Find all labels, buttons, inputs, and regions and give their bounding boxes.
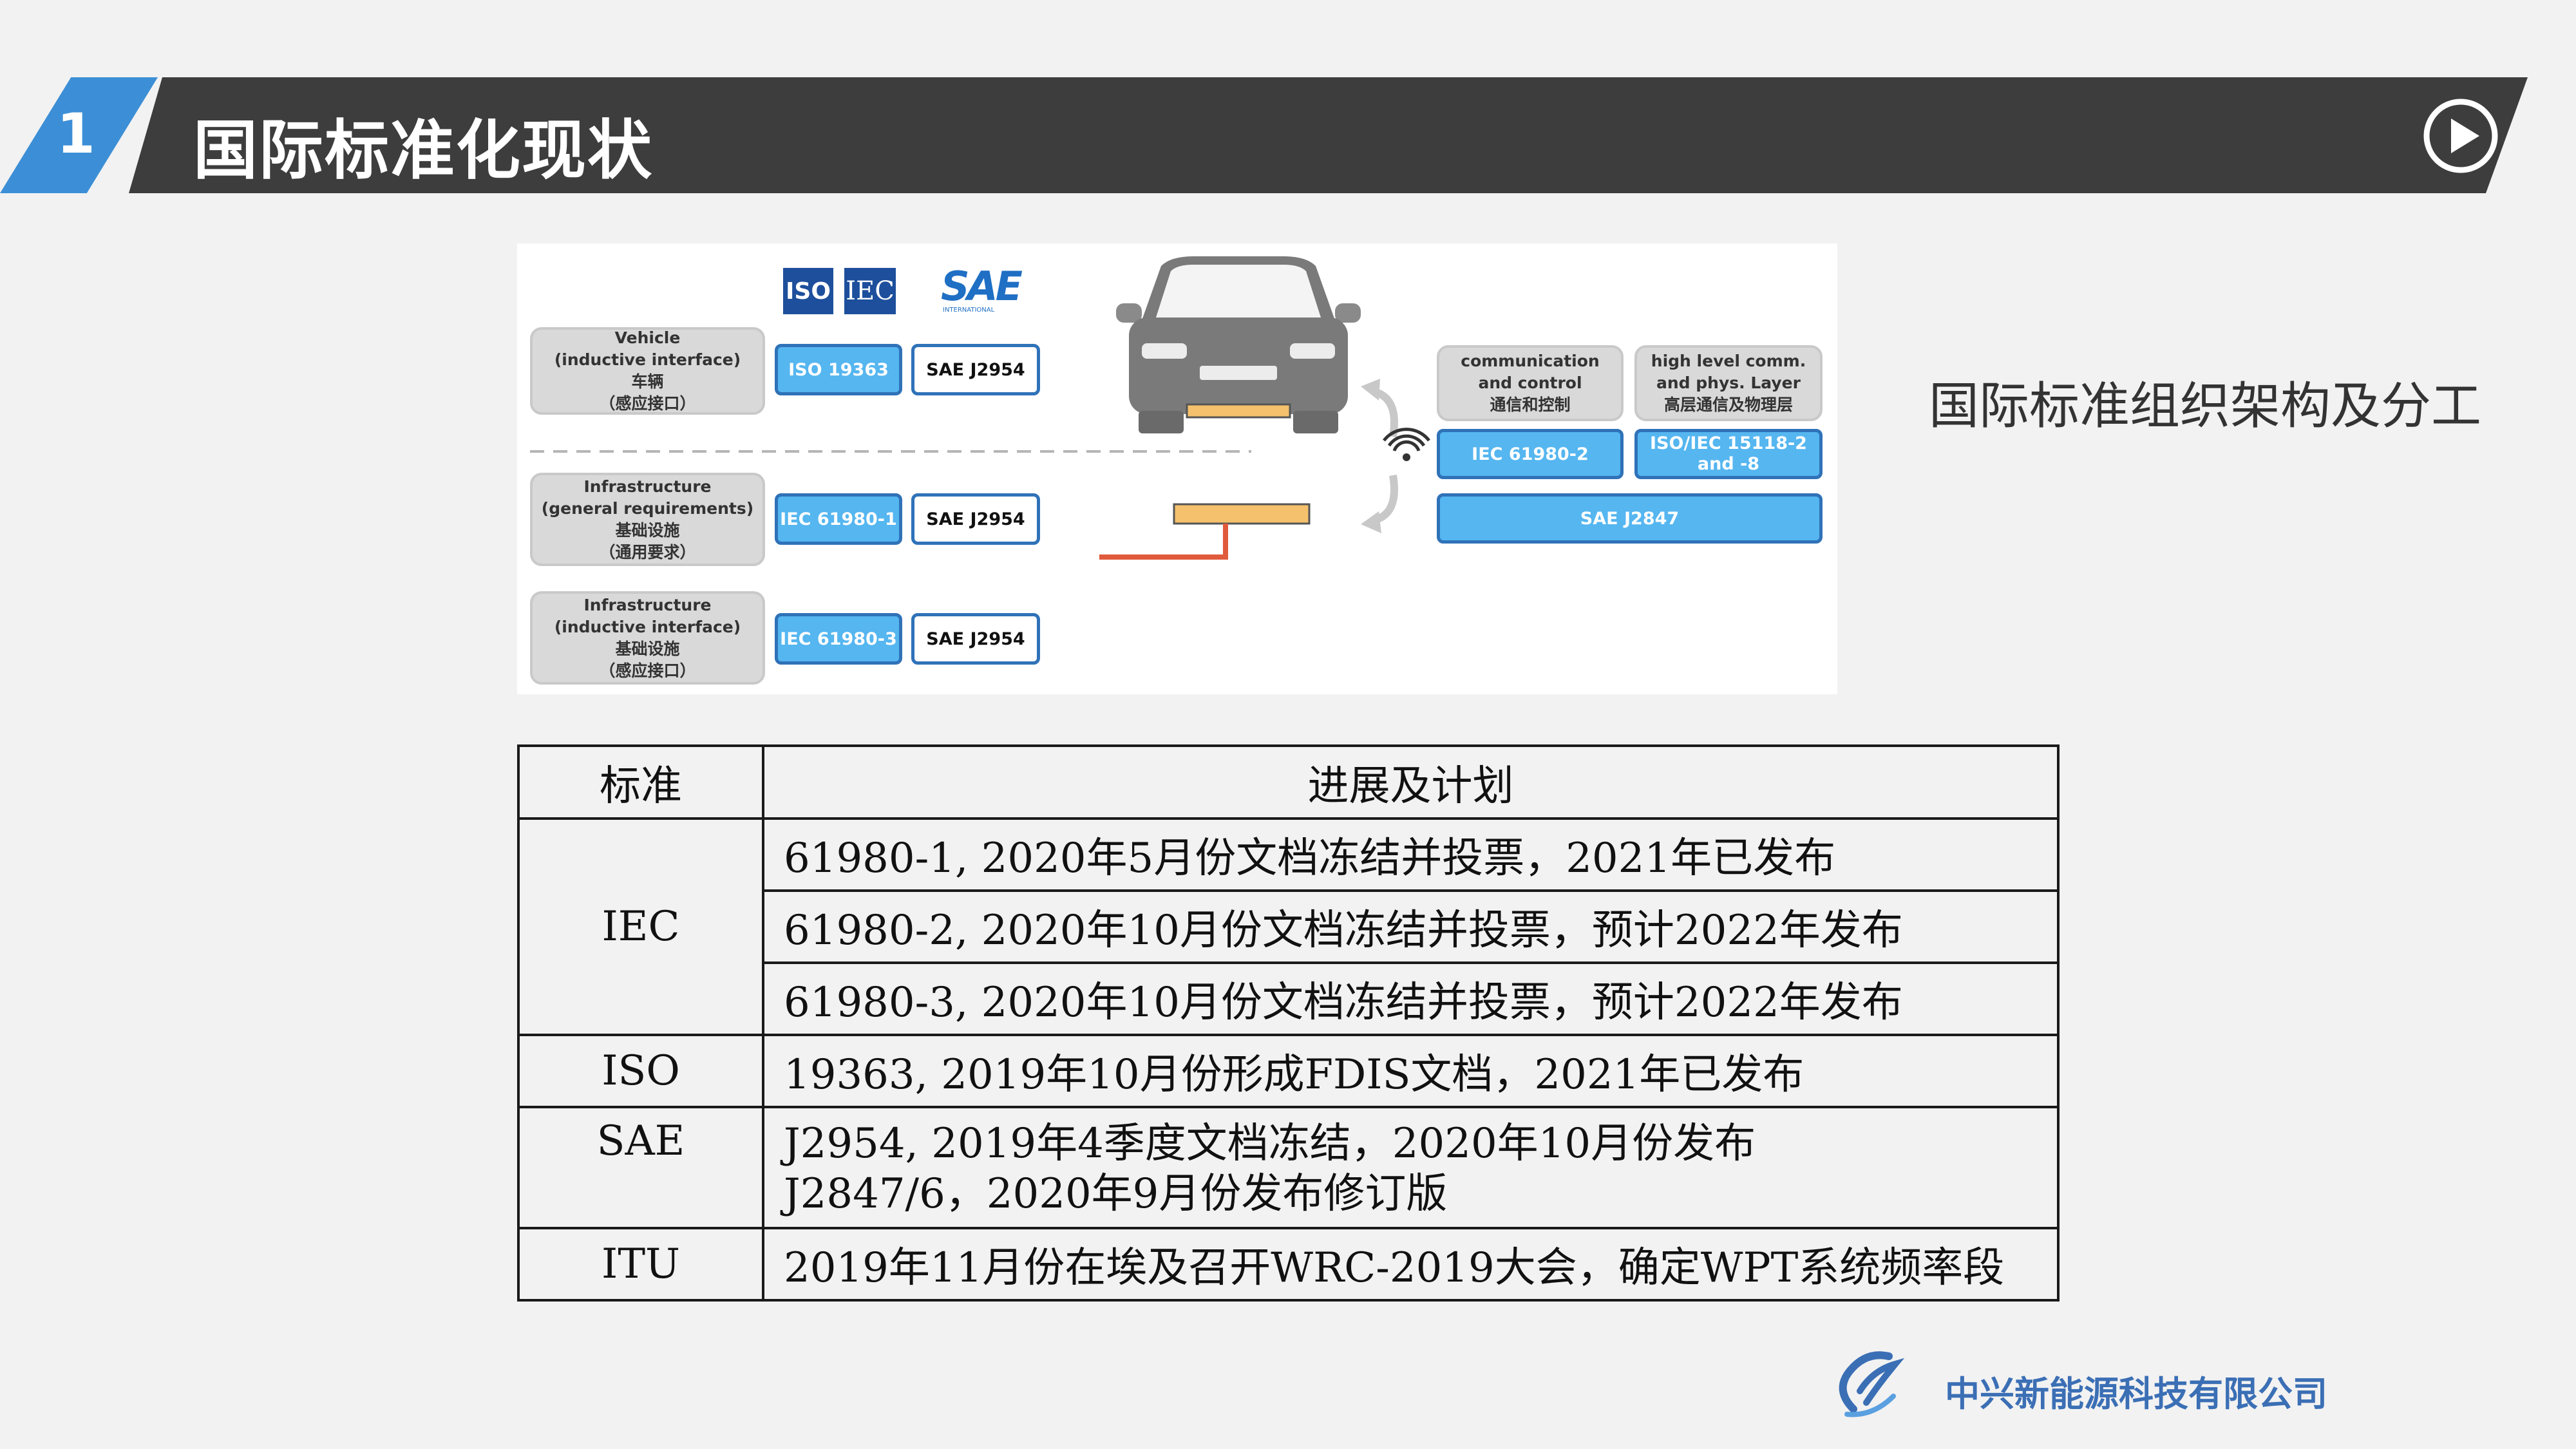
comm-label-line: high level comm. [1651,352,1806,370]
charging-pad-icon [1099,503,1311,560]
table-row: ITU 2019年11月份在埃及召开WRC-2019大会，确定WPT系统频率段 [517,1227,2060,1302]
standards-progress-table: 标准 进展及计划 IEC 61980-1, 2020年5月份文档冻结并投票，20… [517,744,2060,1302]
play-circle-icon[interactable] [2423,98,2499,174]
sae-j2847-box: SAE J2847 [1437,493,1823,544]
table-header-row: 标准 进展及计划 [517,744,2060,820]
communication-control-box: communication and control 通信和控制 [1437,345,1624,421]
sae-j2954-box: SAE J2954 [911,344,1040,395]
iec-logo-text: IEC [846,276,895,306]
plan-cell: 61980-2, 2020年10月份文档冻结并投票，预计2022年发布 [762,889,2060,964]
row-label-line: （通用要求） [599,542,696,562]
title-banner [129,77,2576,193]
plan-cell: 61980-3, 2020年10月份文档冻结并投票，预计2022年发布 [762,961,2060,1036]
sae-j2954-box: SAE J2954 [911,613,1040,665]
iso-logo: ISO [783,268,833,314]
table-row: IEC 61980-1, 2020年5月份文档冻结并投票，2021年已发布 [517,817,2060,1036]
sae-logo-subtext: INTERNATIONAL [943,307,995,314]
comm-label-line: and -8 [1697,454,1760,474]
high-level-comm-box: high level comm. and phys. Layer 高层通信及物理… [1634,345,1823,421]
row-label-line: （感应接口） [599,661,696,680]
vehicle-label-box: Vehicle (inductive interface) 车辆 （感应接口） [530,327,765,415]
comm-label-line: 通信和控制 [1490,395,1571,414]
iso-19363-box: ISO 19363 [775,344,902,395]
comm-label-line: and control [1478,374,1582,392]
company-logo-icon [1839,1351,1905,1417]
plan-line: J2847/6，2020年9月份发布修订版 [784,1170,1448,1218]
wireless-signal-icon [1361,379,1430,533]
standards-diagram: ISO IEC SAE INTERNATIONAL Vehicle (induc… [517,243,1837,694]
row-label-line: (inductive interface) [554,350,741,369]
row-label-line: Vehicle [614,328,681,347]
row-label-line: （感应接口） [599,394,696,413]
plan-cell: J2954, 2019年4季度文档冻结，2020年10月份发布 J2847/6，… [762,1106,2060,1229]
table-row: 61980-3, 2020年10月份文档冻结并投票，预计2022年发布 [518,961,2060,1036]
iec-logo: IEC [844,268,896,314]
infrastructure-inductive-label-box: Infrastructure (inductive interface) 基础设… [530,591,765,685]
row-label-line: Infrastructure [583,595,712,614]
standard-iec: IEC [517,817,764,1036]
row-label-line: (general requirements) [541,498,754,518]
row-label-line: 基础设施 [615,639,680,658]
comm-label-line: 高层通信及物理层 [1663,395,1793,414]
row-label-line: 车辆 [631,372,664,391]
comm-label-line: and phys. Layer [1656,374,1801,392]
separator-line [530,450,1251,453]
table-row: ISO 19363, 2019年10月份形成FDIS文档，2021年已发布 [517,1034,2060,1108]
plan-cell: 19363, 2019年10月份形成FDIS文档，2021年已发布 [762,1034,2060,1108]
iso-iec-15118-box: ISO/IEC 15118-2 and -8 [1634,429,1823,479]
infrastructure-general-label-box: Infrastructure (general requirements) 基础… [530,473,765,566]
plan-cell: 61980-1, 2020年5月份文档冻结并投票，2021年已发布 [762,817,2060,892]
company-name: 中兴新能源科技有限公司 [1945,1374,2327,1414]
sae-j2954-box: SAE J2954 [911,493,1040,545]
diagram-caption: 国际标准组织架构及分工 [1929,377,2482,435]
iec-61980-3-box: IEC 61980-3 [775,613,902,665]
page-title: 国际标准化现状 [193,113,653,188]
iso-logo-text: ISO [786,278,831,305]
car-icon [1116,256,1361,433]
comm-label-line: communication [1461,352,1600,370]
row-label-line: (inductive interface) [554,617,741,636]
column-header-progress: 进展及计划 [762,744,2060,820]
plan-line: J2954, 2019年4季度文档冻结，2020年10月份发布 [784,1120,1756,1168]
section-number: 1 [57,102,95,166]
sae-logo: SAE [941,263,1023,310]
standard-itu: ITU [517,1227,764,1302]
row-label-line: 基础设施 [615,520,680,540]
iec-61980-1-box: IEC 61980-1 [775,493,902,545]
table-row: SAE J2954, 2019年4季度文档冻结，2020年10月份发布 J284… [517,1106,2060,1229]
plan-cell: 2019年11月份在埃及召开WRC-2019大会，确定WPT系统频率段 [762,1227,2060,1302]
iec-61980-2-box: IEC 61980-2 [1437,429,1624,479]
column-header-standard: 标准 [517,744,764,820]
standard-sae: SAE [517,1106,764,1229]
row-label-line: Infrastructure [583,477,712,496]
standard-iso: ISO [517,1034,764,1108]
table-row: 61980-2, 2020年10月份文档冻结并投票，预计2022年发布 [518,889,2060,964]
comm-label-line: ISO/IEC 15118-2 [1650,433,1807,453]
